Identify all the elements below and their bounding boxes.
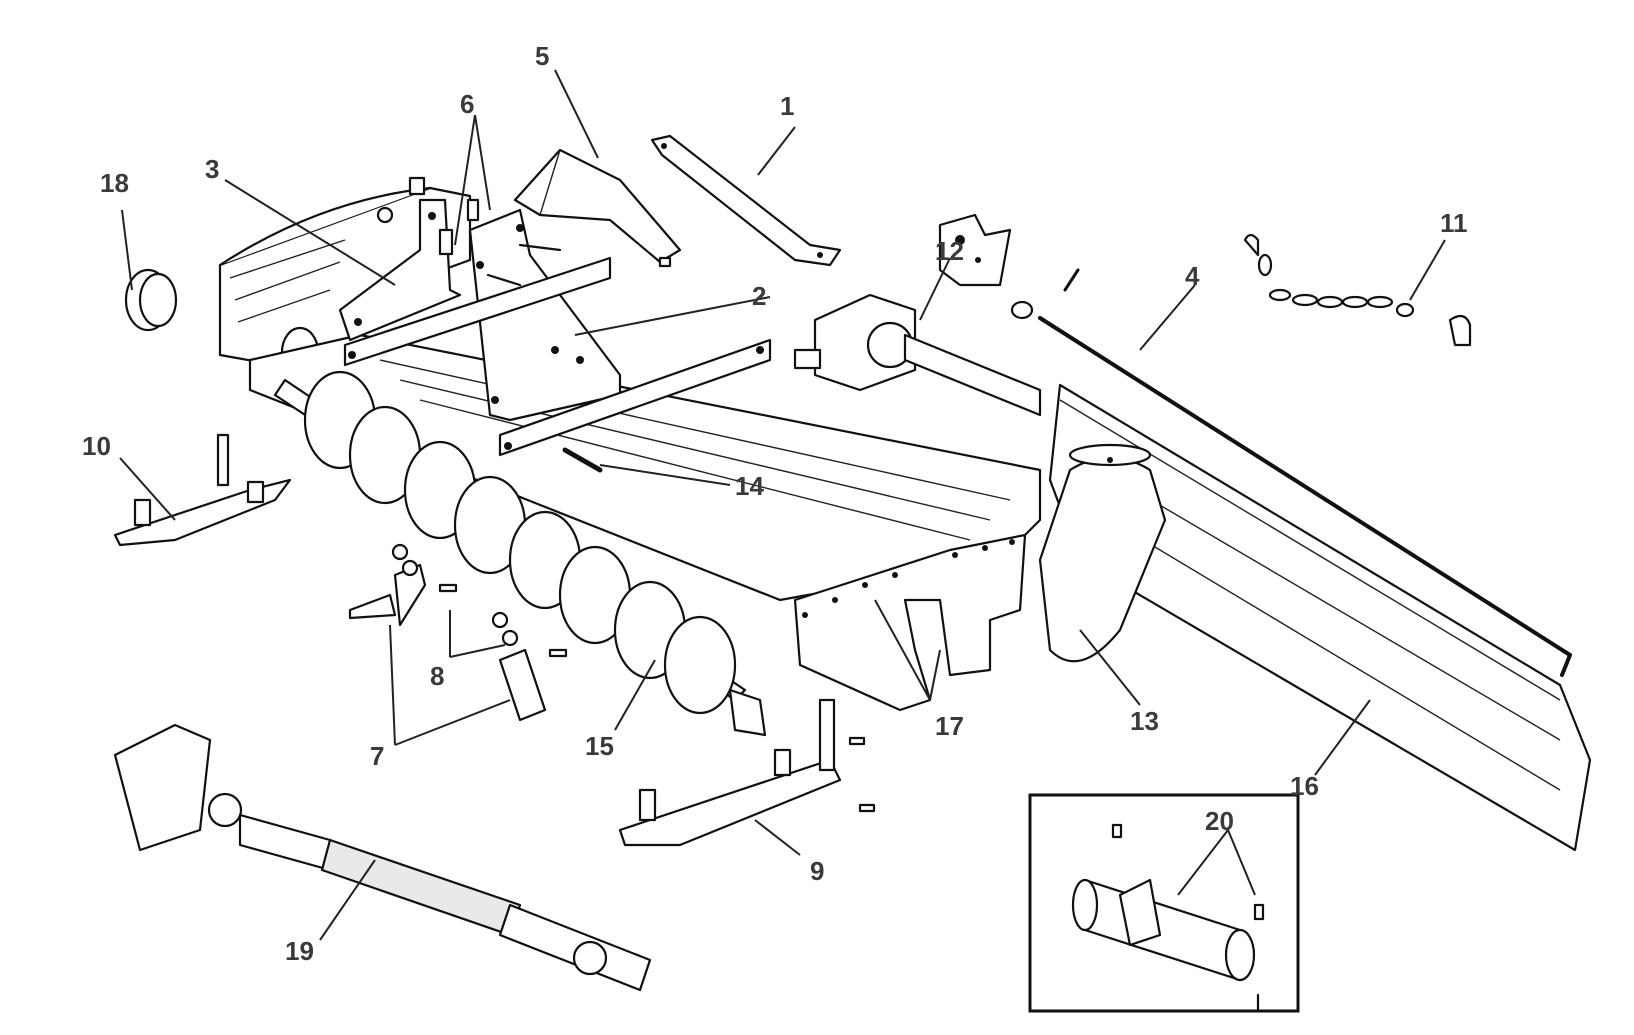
callout-7: 7 (370, 741, 384, 771)
part-16-rear-shield (1048, 383, 1592, 852)
callout-2: 2 (752, 281, 766, 311)
flange (303, 370, 737, 715)
callout-19: 19 (285, 936, 314, 966)
callout-1: 1 (780, 91, 794, 121)
callout-8: 8 (430, 661, 444, 691)
callout-4: 4 (1185, 261, 1200, 291)
part-2-tower-plate (468, 208, 622, 422)
inset-part-20 (1028, 793, 1300, 1013)
part-10-left-skid (113, 433, 292, 547)
part-13-side-cover (1038, 443, 1167, 663)
part-14-pin (562, 447, 603, 473)
leader-lines (119, 69, 1446, 941)
part-9-right-skid (618, 698, 876, 847)
callout-10: 10 (82, 431, 111, 461)
callout-11: 11 (1440, 208, 1468, 238)
part-12-gearbox (793, 213, 1042, 417)
part-7-tines (348, 563, 547, 722)
callout-18: 18 (100, 168, 129, 198)
washer-and-pin (1010, 268, 1080, 320)
callout-9: 9 (810, 856, 824, 886)
part-8-bolts-nuts (391, 543, 568, 658)
callout-5: 5 (535, 41, 549, 71)
part-4-rod (1038, 316, 1572, 677)
part-6-bolts (376, 176, 480, 256)
rotor-frame-tube (248, 333, 1042, 602)
callout-13: 13 (1130, 706, 1159, 736)
part-17-side-plate (793, 533, 1027, 712)
callout-17: 17 (935, 711, 964, 741)
callout-15: 15 (585, 731, 614, 761)
callout-20: 20 (1205, 806, 1234, 836)
part-19-pto-shaft (113, 723, 652, 992)
callout-3: 3 (205, 154, 219, 184)
part-18-cap (124, 268, 178, 332)
callout-labels: 1 2 3 4 5 6 7 8 9 10 11 12 13 14 15 16 1… (82, 41, 1468, 966)
part-11-chain (1243, 233, 1472, 347)
callout-16: 16 (1290, 771, 1319, 801)
cross-bars (343, 256, 772, 457)
callout-12: 12 (935, 236, 964, 266)
part-5-shield-bracket (513, 148, 682, 268)
part-1-brace (650, 134, 842, 267)
part-15-rotor-shaft (273, 370, 767, 737)
callout-6: 6 (460, 89, 474, 119)
callout-14: 14 (735, 471, 764, 501)
